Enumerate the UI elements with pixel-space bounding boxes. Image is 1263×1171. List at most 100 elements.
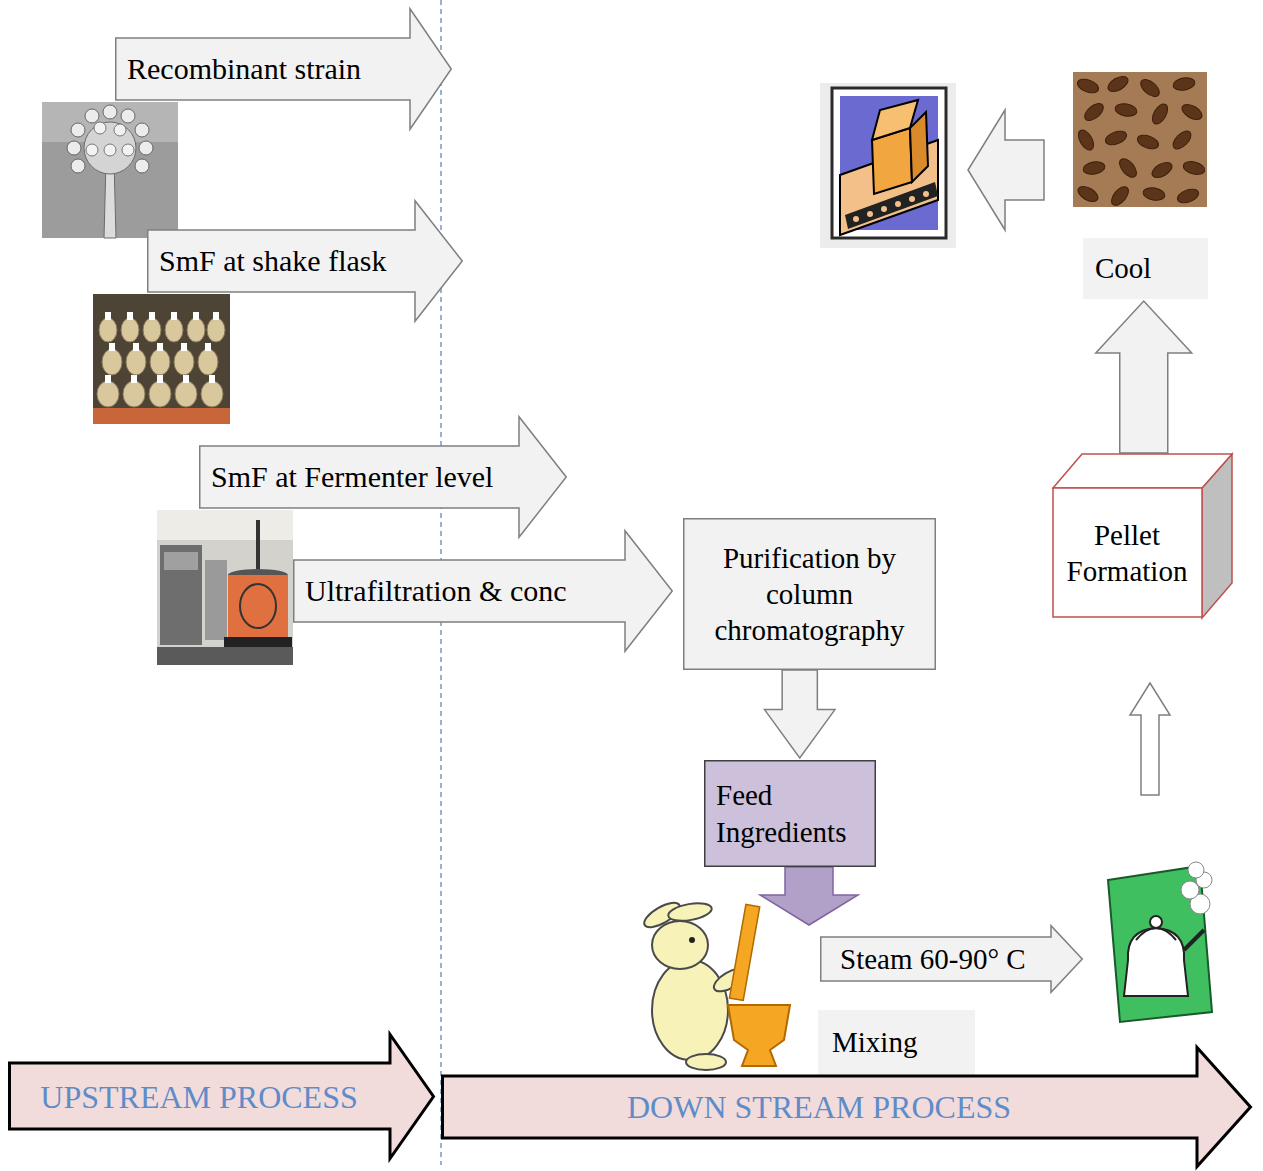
shake-flask-photo-part-part: [126, 349, 146, 375]
shake-flask-photo-part-part: [102, 349, 122, 375]
fermenter-photo-part: [240, 584, 276, 628]
flow-arrow: [1130, 683, 1170, 795]
stage-arrow-shape: [10, 1035, 434, 1159]
fungus-photo-part: [84, 122, 136, 174]
fungus-photo-part: [86, 144, 98, 156]
pellet-photo-part-part: [1082, 160, 1106, 176]
packaging-icon-part: [853, 191, 929, 222]
rabbit-mortar-icon-part: [652, 921, 708, 969]
process-box-shape: [684, 519, 936, 670]
fermenter-photo-part: [160, 545, 202, 645]
stage-arrow: DOWN STREAM PROCESS: [441, 1046, 1252, 1168]
packaging-icon-part-part: [881, 206, 887, 212]
fungus-photo-part: [94, 122, 106, 134]
packaging-icon-part-part: [895, 201, 901, 207]
process-arrow: Ultrafiltration & conc: [293, 530, 673, 652]
kettle-icon-part: [1184, 930, 1204, 950]
node-text: Steam 60-90° C: [840, 941, 1026, 977]
shake-flask-photo-part: [105, 312, 219, 383]
node-text: Purification by column chromatography: [697, 540, 922, 649]
rabbit-mortar-icon-part: [686, 1054, 726, 1070]
packaging-icon: [820, 83, 956, 248]
fungus-photo-part: [135, 123, 149, 137]
packaging-icon-part-part: [923, 191, 929, 197]
pellet-photo-part-part: [1116, 156, 1139, 181]
packaging-icon-part: [832, 88, 946, 238]
process-box: Feed Ingredients: [704, 760, 876, 867]
fermenter-photo-part: [205, 560, 227, 640]
process-box: Purification by column chromatography: [683, 518, 936, 670]
shake-flask-photo-part-part: [123, 381, 145, 407]
pellet-photo-part-part: [1104, 129, 1129, 148]
fermenter-photo-part: [164, 552, 198, 570]
pellet-photo-part-part: [1149, 159, 1174, 180]
fermenter-photo-part: [224, 637, 292, 647]
pellet-photo-part-part: [1082, 100, 1107, 123]
fermenter-photo-part: [157, 510, 293, 665]
pellet-photo-part-part: [1105, 73, 1130, 94]
shake-flask-photo-part-part: [205, 343, 211, 351]
flow-connector: [1096, 301, 1192, 453]
pellet-photo-part-part: [1076, 77, 1101, 96]
cube-top: [1053, 454, 1232, 488]
process-label-box-shape: [1083, 238, 1208, 299]
node-text: SmF at shake flask: [159, 242, 386, 280]
fungus-photo-part: [104, 144, 116, 156]
node-text: Ultrafiltration & conc: [305, 572, 567, 610]
packaging-icon-part: [820, 83, 956, 248]
shake-flask-photo-part-part: [157, 343, 163, 351]
shake-flask-photo-part-part: [207, 318, 225, 342]
shake-flask-photo-part-part: [97, 381, 119, 407]
shake-flask-photo-part-part: [157, 375, 163, 383]
node-text: Cool: [1095, 250, 1151, 286]
shake-flask-photo-part-part: [150, 349, 170, 375]
shake-flask-photo-part-part: [165, 318, 183, 342]
pellet-photo-part-part: [1136, 133, 1161, 152]
block-arrow: [1096, 301, 1192, 453]
fermenter-photo-part: [256, 520, 260, 570]
shake-flask-photo-part-part: [131, 375, 137, 383]
fungus-photo-part: [122, 144, 134, 156]
fungus-photo-part: [42, 102, 178, 238]
shake-flask-photo-part-part: [99, 318, 117, 342]
pellet-photo-part-part: [1108, 184, 1131, 209]
flow-connector: [765, 670, 835, 758]
process-arrow-shape: [200, 417, 567, 538]
kettle-icon-part-part: [1188, 862, 1204, 878]
rabbit-mortar-icon-part: [728, 1005, 790, 1066]
stage-arrow-shape: [443, 1048, 1251, 1167]
node-text: UPSTREAM PROCESS: [40, 1077, 357, 1117]
kettle-icon-part-part: [1181, 881, 1199, 899]
process-arrow: Recombinant strain: [115, 8, 452, 130]
pellet-photo-part-part: [1170, 128, 1194, 152]
packaging-icon-part-part: [853, 216, 859, 222]
shake-flask-photo-part-part: [183, 375, 189, 383]
shake-flask-photo: [93, 294, 230, 424]
stage-arrow: UPSTREAM PROCESS: [8, 1033, 435, 1160]
fungus-photo-part: [139, 141, 153, 155]
node-text: Recombinant strain: [127, 50, 361, 88]
pellet-photo-part-part: [1172, 76, 1196, 92]
process-arrow: SmF at Fermenter level: [199, 416, 567, 538]
shake-flask-photo-part-part: [193, 312, 199, 320]
process-cube: Pellet Formation: [1052, 453, 1232, 618]
process-label-box: Cool: [1083, 238, 1208, 299]
node-text: DOWN STREAM PROCESS: [627, 1087, 1011, 1127]
shake-flask-photo-part-part: [209, 375, 215, 383]
rabbit-mortar-icon-part: [729, 904, 759, 1000]
block-arrow: [765, 670, 835, 758]
pellet-photo-part-part: [1138, 76, 1163, 99]
pellet-photo-part-part: [1075, 127, 1096, 152]
process-box-shape: [705, 761, 876, 867]
flow-arrow: [968, 110, 1044, 230]
pellet-photo-part-part: [1075, 183, 1100, 204]
fermenter-photo: [157, 510, 293, 665]
process-label-box-shape: [818, 1010, 975, 1075]
shake-flask-photo-part: [97, 318, 225, 407]
packaging-icon-part: [910, 112, 928, 182]
fungus-photo: [42, 102, 178, 238]
pellet-photo-part-part: [1149, 101, 1170, 126]
fungus-photo-part: [135, 159, 149, 173]
shake-flask-photo-part: [93, 294, 230, 424]
